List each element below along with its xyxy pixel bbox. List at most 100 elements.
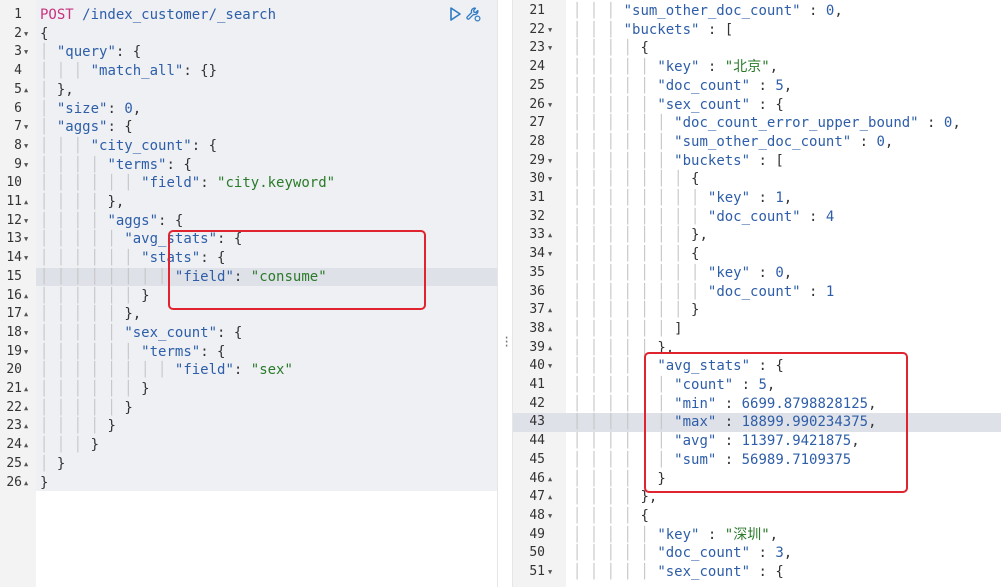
fold-open-icon[interactable]: ▼ (24, 254, 29, 263)
fold-close-icon[interactable]: ▲ (24, 198, 29, 206)
code-line[interactable]: 25▲│ } (0, 455, 497, 474)
fold-open-icon[interactable]: ▼ (548, 25, 553, 34)
resize-handle-icon[interactable]: ··· (503, 331, 511, 353)
code-line[interactable]: 23▼│ │ │ │ { (513, 39, 1001, 58)
fold-open-icon[interactable]: ▼ (548, 511, 553, 520)
code-line[interactable]: 44│ │ │ │ │ │ "avg" : 11397.9421875, (513, 432, 1001, 451)
fold-open-icon[interactable]: ▼ (24, 328, 29, 337)
code-line[interactable]: 11▲│ │ │ │ }, (0, 193, 497, 212)
fold-open-icon[interactable]: ▼ (24, 123, 29, 132)
fold-open-icon[interactable]: ▼ (548, 100, 553, 109)
code-line[interactable]: 48▼│ │ │ │ { (513, 507, 1001, 526)
code-line[interactable]: 26▲} (0, 474, 497, 493)
code-line[interactable]: 22▼│ │ │ "buckets" : [ (513, 21, 1001, 40)
fold-open-icon[interactable]: ▼ (24, 216, 29, 225)
pane-divider[interactable]: ··· (497, 0, 513, 587)
code-line[interactable]: 16▲│ │ │ │ │ │ } (0, 287, 497, 306)
code-line[interactable]: 27│ │ │ │ │ │ "doc_count_error_upper_bou… (513, 114, 1001, 133)
wrench-icon[interactable] (465, 6, 481, 22)
code-line[interactable]: 22▲│ │ │ │ │ } (0, 399, 497, 418)
code-line[interactable]: 38▲│ │ │ │ │ │ ] (513, 320, 1001, 339)
code-line[interactable]: 29▼│ │ │ │ │ │ "buckets" : [ (513, 152, 1001, 171)
code-line[interactable]: 45│ │ │ │ │ │ "sum" : 56989.7109375 (513, 451, 1001, 470)
code-line[interactable]: 34▼│ │ │ │ │ │ │ { (513, 245, 1001, 264)
fold-close-icon[interactable]: ▲ (24, 422, 29, 431)
code-line[interactable]: 39▲│ │ │ │ │ }, (513, 339, 1001, 358)
fold-open-icon[interactable]: ▼ (24, 160, 29, 169)
code-line[interactable]: 32│ │ │ │ │ │ │ │ "doc_count" : 4 (513, 208, 1001, 227)
code-line[interactable]: 12▼│ │ │ │ "aggs": { (0, 212, 497, 231)
fold-close-icon[interactable]: ▲ (24, 291, 29, 300)
play-icon[interactable] (447, 6, 463, 22)
code-line[interactable]: 43│ │ │ │ │ │ "max" : 18899.990234375, (513, 413, 1001, 433)
code-line[interactable]: 41│ │ │ │ │ │ "count" : 5, (513, 376, 1001, 395)
fold-open-icon[interactable]: ▼ (24, 29, 29, 38)
fold-close-icon[interactable]: ▲ (548, 474, 553, 483)
fold-close-icon[interactable]: ▲ (24, 478, 29, 487)
response-viewer[interactable]: 21│ │ │ "sum_other_doc_count" : 0,22▼│ │… (513, 0, 1001, 587)
code-line[interactable]: 2▼{ (0, 25, 497, 44)
code-line[interactable]: 51▼│ │ │ │ │ "sex_count" : { (513, 563, 1001, 582)
code-line[interactable]: 15│ │ │ │ │ │ │ │ "field": "consume" (0, 267, 497, 287)
fold-open-icon[interactable]: ▼ (548, 156, 553, 165)
code-line[interactable]: 49│ │ │ │ │ "key" : "深圳", (513, 526, 1001, 545)
code-line[interactable]: 21▲│ │ │ │ │ │ } (0, 380, 497, 399)
fold-close-icon[interactable]: ▲ (548, 306, 553, 315)
fold-close-icon[interactable]: ▲ (24, 385, 29, 393)
fold-open-icon[interactable]: ▼ (548, 175, 553, 184)
code-line[interactable]: 5▲│ }, (0, 81, 497, 100)
fold-close-icon[interactable]: ▲ (548, 343, 553, 352)
code-line[interactable]: 9▼│ │ │ │ "terms": { (0, 156, 497, 175)
code-line[interactable]: 18▼│ │ │ │ │ "sex_count": { (0, 324, 497, 343)
code-line[interactable]: 25│ │ │ │ │ "doc_count" : 5, (513, 77, 1001, 96)
fold-close-icon[interactable]: ▲ (548, 324, 553, 333)
request-code-area[interactable] (36, 0, 497, 587)
code-line[interactable]: 6│ "size": 0, (0, 100, 497, 119)
code-line[interactable]: 13▼│ │ │ │ │ "avg_stats": { (0, 230, 497, 249)
code-line[interactable]: 47▲│ │ │ │ }, (513, 488, 1001, 507)
fold-open-icon[interactable]: ▼ (24, 347, 29, 356)
code-line[interactable]: 14▼│ │ │ │ │ │ "stats": { (0, 249, 497, 268)
fold-close-icon[interactable]: ▲ (24, 459, 29, 468)
code-line[interactable]: 40▼│ │ │ │ │ "avg_stats" : { (513, 357, 1001, 376)
fold-open-icon[interactable]: ▼ (24, 48, 29, 57)
fold-close-icon[interactable]: ▲ (24, 85, 29, 94)
code-line[interactable]: 4│ │ │ "match_all": {} (0, 62, 497, 81)
code-line[interactable]: 33▲│ │ │ │ │ │ │ }, (513, 226, 1001, 245)
response-code-area[interactable] (566, 0, 1001, 587)
fold-close-icon[interactable]: ▲ (548, 231, 553, 240)
code-line[interactable]: 7▼│ "aggs": { (0, 118, 497, 137)
code-line[interactable]: 46▲│ │ │ │ │ } (513, 470, 1001, 489)
code-line[interactable]: 42│ │ │ │ │ │ "min" : 6699.8798828125, (513, 395, 1001, 414)
code-line[interactable]: 31│ │ │ │ │ │ │ │ "key" : 1, (513, 189, 1001, 208)
code-line[interactable]: 17▲│ │ │ │ │ }, (0, 305, 497, 324)
code-line[interactable]: 19▼│ │ │ │ │ │ "terms": { (0, 343, 497, 362)
fold-open-icon[interactable]: ▼ (24, 235, 29, 244)
fold-close-icon[interactable]: ▲ (24, 310, 29, 319)
fold-close-icon[interactable]: ▲ (24, 441, 29, 450)
code-line[interactable]: 21│ │ │ "sum_other_doc_count" : 0, (513, 2, 1001, 21)
code-line[interactable]: 24▲│ │ │ } (0, 436, 497, 455)
code-line[interactable]: 36│ │ │ │ │ │ │ │ "doc_count" : 1 (513, 283, 1001, 302)
code-line[interactable]: 28│ │ │ │ │ │ "sum_other_doc_count" : 0, (513, 133, 1001, 152)
code-line[interactable]: 50│ │ │ │ │ "doc_count" : 3, (513, 544, 1001, 563)
code-line[interactable]: 8▼│ │ │ "city_count": { (0, 137, 497, 156)
fold-close-icon[interactable]: ▲ (24, 403, 29, 412)
code-line[interactable]: 24│ │ │ │ │ "key" : "北京", (513, 58, 1001, 77)
fold-open-icon[interactable]: ▼ (548, 568, 553, 576)
code-line[interactable]: 20│ │ │ │ │ │ │ │ "field": "sex" (0, 361, 497, 380)
code-line[interactable]: 10│ │ │ │ │ │ "field": "city.keyword" (0, 174, 497, 193)
code-line[interactable]: 35│ │ │ │ │ │ │ │ "key" : 0, (513, 264, 1001, 283)
code-line[interactable]: 37▲│ │ │ │ │ │ │ } (513, 301, 1001, 320)
code-line[interactable]: 26▼│ │ │ │ │ "sex_count" : { (513, 96, 1001, 115)
code-line[interactable]: 30▼│ │ │ │ │ │ │ { (513, 170, 1001, 189)
fold-open-icon[interactable]: ▼ (548, 250, 553, 259)
fold-close-icon[interactable]: ▲ (548, 493, 553, 502)
fold-open-icon[interactable]: ▼ (24, 141, 29, 150)
code-line[interactable]: 3▼│ "query": { (0, 43, 497, 62)
code-line[interactable]: 23▲│ │ │ │ } (0, 417, 497, 436)
fold-open-icon[interactable]: ▼ (548, 362, 553, 371)
fold-open-icon[interactable]: ▼ (548, 44, 553, 53)
